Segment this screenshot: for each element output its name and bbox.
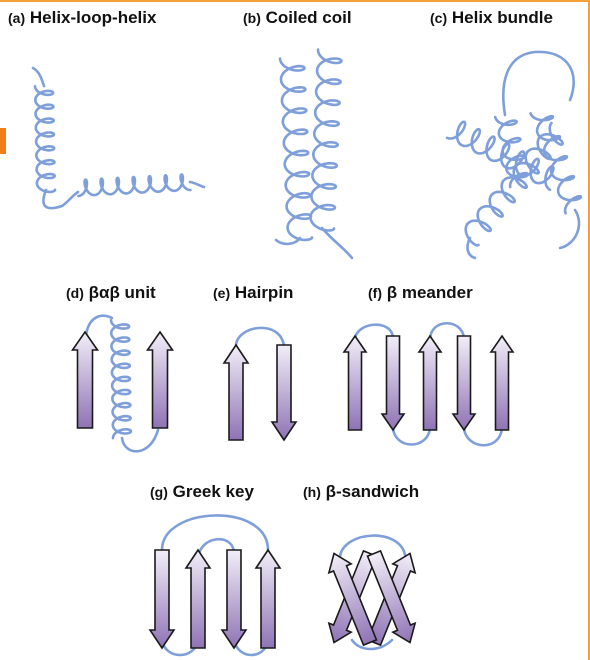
b-helix-right (311, 50, 342, 231)
panel-c-helix-bundle (447, 52, 581, 258)
f-strand-4 (453, 336, 475, 430)
f-strand-2 (382, 336, 404, 430)
d-loop-top (86, 316, 112, 336)
g-strand-3 (222, 550, 246, 648)
g-strand-1 (150, 550, 174, 648)
c-top-loop (503, 52, 573, 115)
a-n-terminus (33, 68, 44, 86)
h-loop-top (340, 536, 405, 556)
panel-b-coiled-coil (276, 50, 352, 259)
g-strand-4 (256, 550, 280, 648)
panel-g-greek-key (150, 515, 280, 655)
g-outer-loop (162, 515, 268, 550)
e-strand-1 (224, 345, 248, 440)
f-strand-3 (419, 336, 441, 430)
panel-h-beta-sandwich (323, 536, 421, 649)
e-strand-2 (272, 345, 296, 440)
panel-f-beta-meander (344, 323, 513, 445)
c-right-tail (560, 210, 579, 248)
panel-e-hairpin (224, 328, 296, 440)
a-c-terminus (190, 182, 204, 187)
panel-a-helix-loop-helix (33, 68, 204, 208)
d-helix (111, 320, 131, 438)
f-strand-5 (491, 336, 513, 430)
d-strand-2 (148, 332, 173, 428)
g-strand-2 (186, 550, 210, 648)
d-strand-1 (73, 332, 98, 428)
e-loop (236, 328, 284, 346)
a-horizontal-helix (78, 174, 190, 196)
panel-d-beta-alpha-beta (73, 316, 173, 452)
a-vertical-helix (35, 86, 55, 192)
b-helix-left (280, 59, 312, 240)
f-strand-1 (344, 336, 366, 430)
b-right-tail (322, 228, 352, 258)
